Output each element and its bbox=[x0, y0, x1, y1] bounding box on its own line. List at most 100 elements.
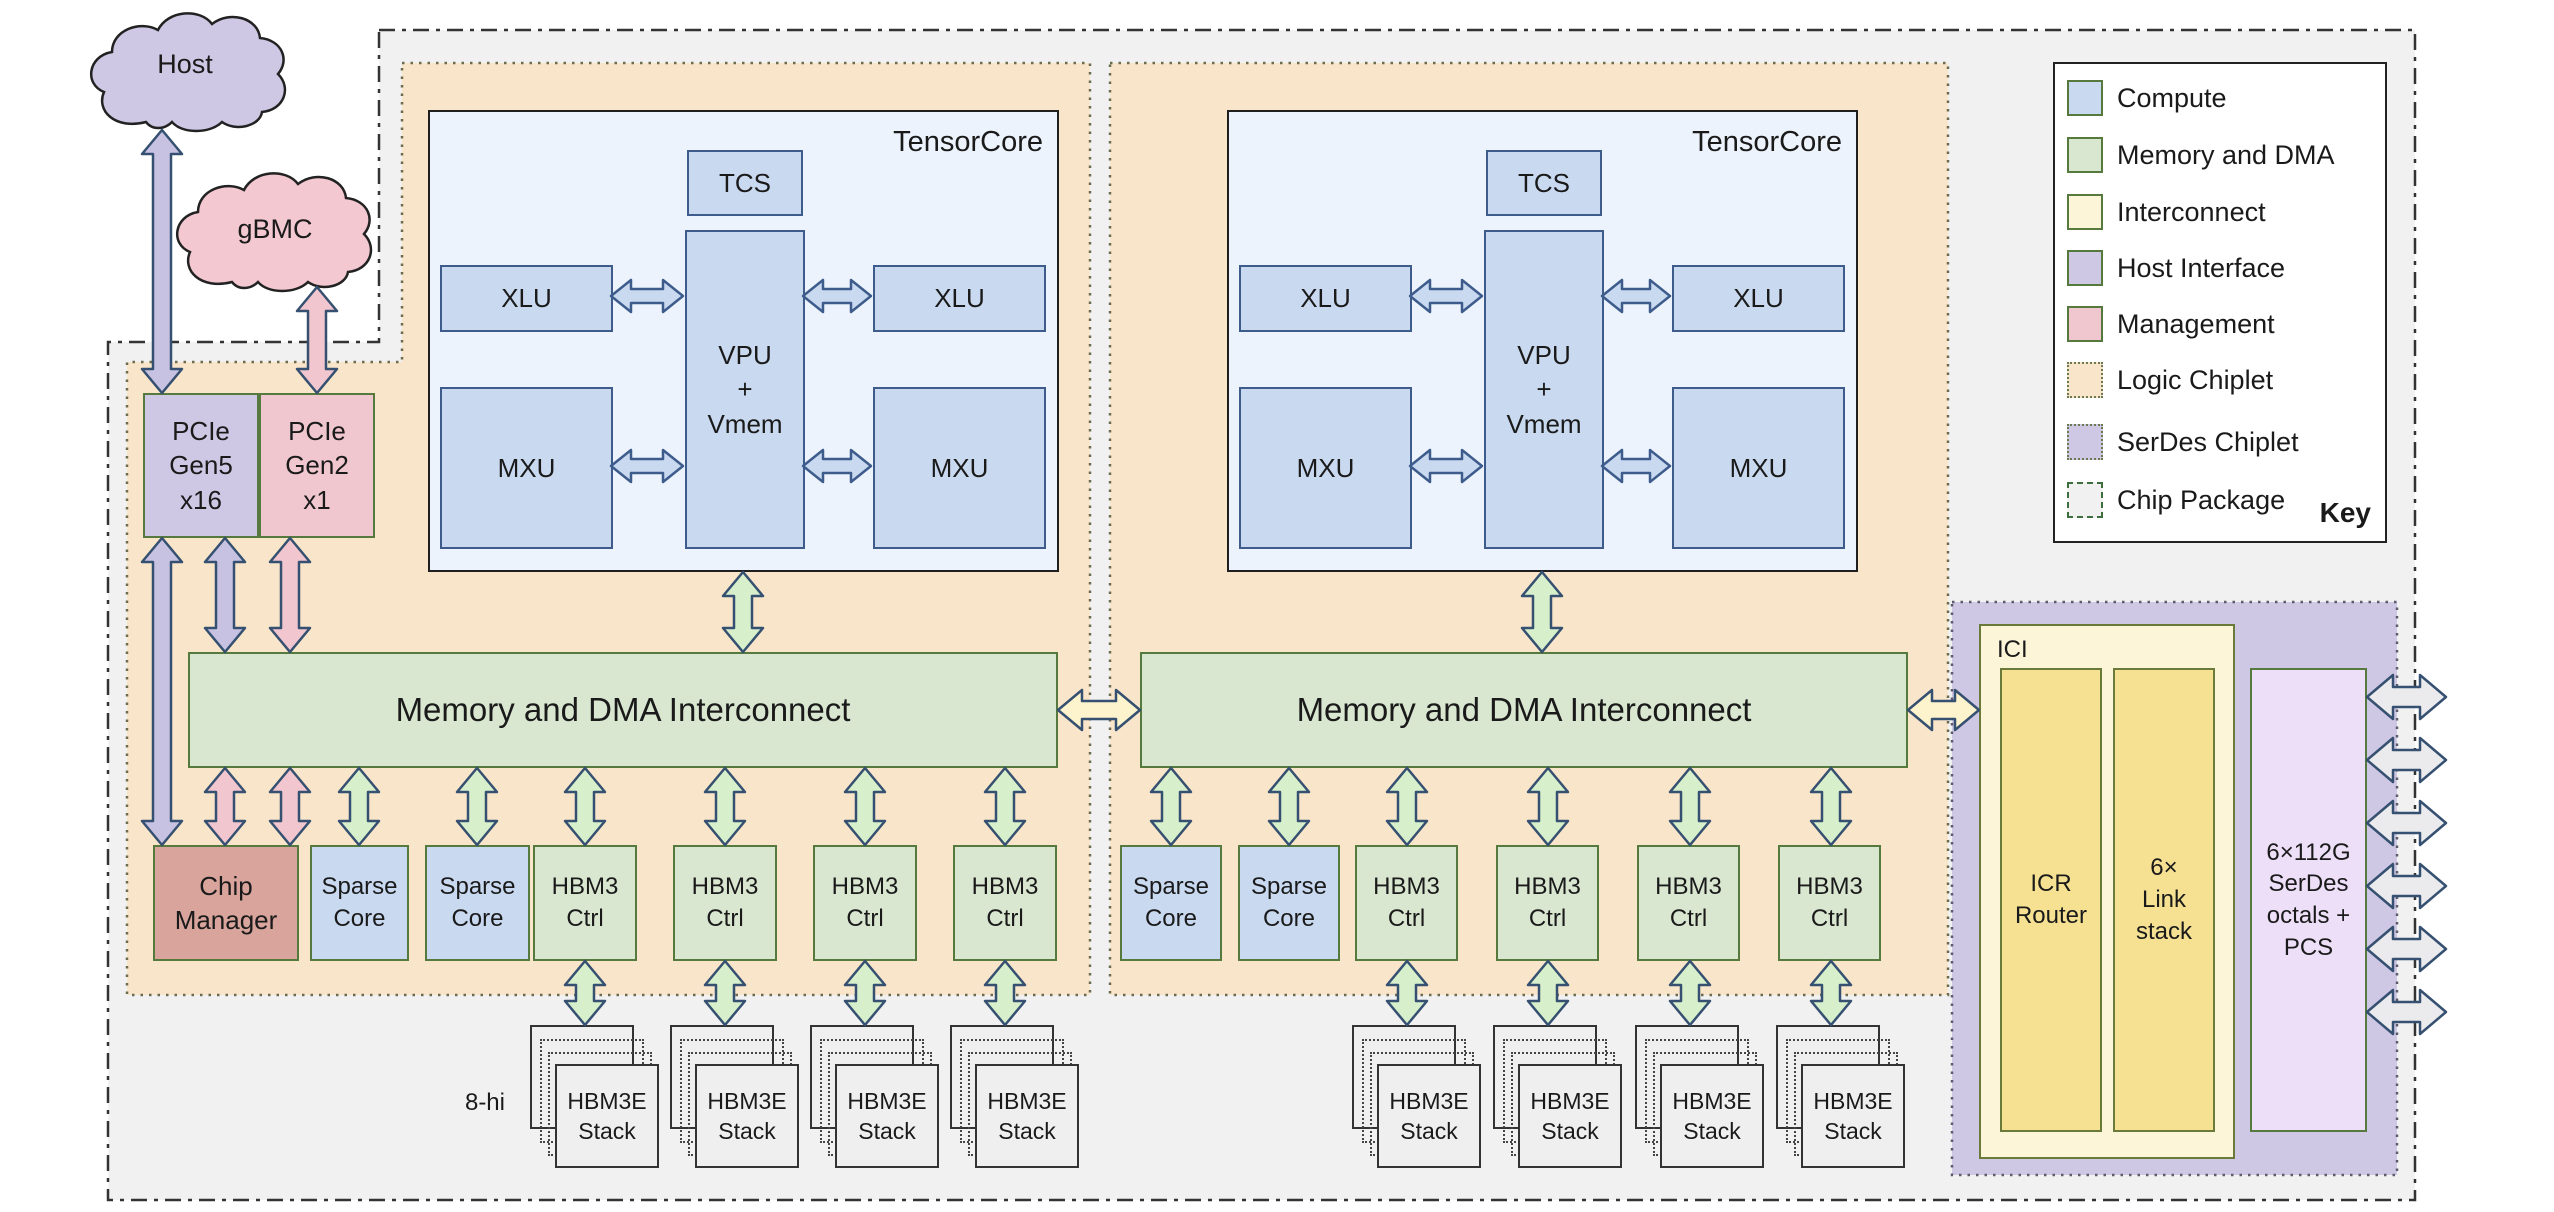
legend-label: Memory and DMA bbox=[2117, 139, 2335, 170]
arrow-interconnect-row bbox=[1267, 766, 1311, 847]
legend-swatch-host-interface bbox=[2067, 250, 2103, 286]
legend-swatch-chip-package bbox=[2067, 482, 2103, 518]
arrow-tensorcore-interconnect bbox=[1520, 570, 1564, 654]
hbm3-ctrl-block: HBM3 Ctrl bbox=[673, 845, 777, 961]
pcie-gen2-block: PCIe Gen2 x1 bbox=[259, 393, 375, 538]
host-cloud-label: Host bbox=[157, 49, 213, 80]
hbm3e-stack-block: HBM3E Stack bbox=[1377, 1064, 1481, 1168]
arrow-serdes-link bbox=[2365, 673, 2448, 721]
hbm3e-stack-block: HBM3E Stack bbox=[1801, 1064, 1905, 1168]
arrow-interconnect-row bbox=[455, 766, 499, 847]
hbm3e-stack-block: HBM3E Stack bbox=[975, 1064, 1079, 1168]
vpu-vmem-block-1: VPU + Vmem bbox=[685, 230, 805, 549]
hbm3-ctrl-block: HBM3 Ctrl bbox=[1637, 845, 1740, 961]
sparse-core-block: Sparse Core bbox=[310, 845, 409, 961]
tensorcore-2: TensorCore TCS VPU + Vmem XLU XLU MXU MX… bbox=[1227, 110, 1858, 572]
arrow-ctrl-hbm-stack bbox=[563, 959, 607, 1027]
legend-item: Compute bbox=[2067, 80, 2377, 116]
hbm3-ctrl-block: HBM3 Ctrl bbox=[813, 845, 917, 961]
mxu-right-block-2: MXU bbox=[1672, 387, 1845, 549]
arrow-ctrl-hbm-stack bbox=[1668, 959, 1712, 1027]
hbm3e-stack-block: HBM3E Stack bbox=[555, 1064, 659, 1168]
link-stack-block: 6× Link stack bbox=[2113, 668, 2215, 1132]
legend-item: SerDes Chiplet bbox=[2067, 424, 2377, 460]
legend: Compute Memory and DMA Interconnect Host… bbox=[2053, 62, 2387, 543]
legend-label: Host Interface bbox=[2117, 252, 2286, 283]
vpu-vmem-block-2: VPU + Vmem bbox=[1484, 230, 1604, 549]
legend-label: Compute bbox=[2117, 82, 2227, 113]
hbm3e-stack-block: HBM3E Stack bbox=[695, 1064, 799, 1168]
arrow-tensorcore-interconnect bbox=[721, 570, 765, 654]
legend-swatch-management bbox=[2067, 306, 2103, 342]
legend-label: Chip Package bbox=[2117, 484, 2286, 515]
arrow-ctrl-hbm-stack bbox=[1385, 959, 1429, 1027]
arrow-interconnect-row bbox=[1385, 766, 1429, 847]
tcs-block-1: TCS bbox=[687, 150, 803, 216]
legend-item: Management bbox=[2067, 306, 2377, 342]
serdes-octals-block: 6×112G SerDes octals + PCS bbox=[2250, 668, 2367, 1132]
arrow-interconnect-row bbox=[337, 766, 381, 847]
arrow-host-pcie bbox=[140, 128, 184, 395]
arrow-ctrl-hbm-stack bbox=[703, 959, 747, 1027]
arrow-interconnect-row bbox=[1149, 766, 1193, 847]
legend-swatch-compute bbox=[2067, 80, 2103, 116]
ici-label: ICI bbox=[1997, 636, 2028, 663]
arrow-ctrl-hbm-stack bbox=[843, 959, 887, 1027]
legend-label: Management bbox=[2117, 308, 2275, 339]
hbm3e-stack-block: HBM3E Stack bbox=[835, 1064, 939, 1168]
arrow-ctrl-hbm-stack bbox=[1526, 959, 1570, 1027]
legend-item: Host Interface bbox=[2067, 250, 2377, 286]
hbm3-ctrl-block: HBM3 Ctrl bbox=[1496, 845, 1599, 961]
arrow-serdes-link bbox=[2365, 862, 2448, 910]
arrow-interconnect-row bbox=[1809, 766, 1853, 847]
hbm3e-stack-block: HBM3E Stack bbox=[1518, 1064, 1622, 1168]
memory-dma-interconnect-1: Memory and DMA Interconnect bbox=[188, 652, 1058, 768]
mxu-left-block-1: MXU bbox=[440, 387, 613, 549]
arrow-serdes-link bbox=[2365, 925, 2448, 973]
arrow-serdes-link bbox=[2365, 736, 2448, 784]
legend-swatch-memory-dma bbox=[2067, 137, 2103, 173]
arrow-interconnect-row bbox=[1526, 766, 1570, 847]
legend-title: Key bbox=[2319, 497, 2371, 528]
legend-swatch-serdes-chiplet bbox=[2067, 424, 2103, 460]
arrow-interconnect-row bbox=[983, 766, 1027, 847]
arrow-interconnect-interconnect bbox=[1056, 688, 1142, 732]
hbm3-ctrl-block: HBM3 Ctrl bbox=[953, 845, 1057, 961]
stack-height-note: 8-hi bbox=[464, 1089, 505, 1117]
arrow-pcie-chip-manager bbox=[140, 536, 184, 847]
arrow-interconnect-ici bbox=[1906, 688, 1981, 732]
legend-item: Memory and DMA bbox=[2067, 137, 2377, 173]
sparse-core-block: Sparse Core bbox=[425, 845, 530, 961]
arrow-interconnect-row bbox=[703, 766, 747, 847]
legend-swatch-interconnect bbox=[2067, 194, 2103, 230]
hbm3-ctrl-block: HBM3 Ctrl bbox=[1355, 845, 1458, 961]
arrow-gbmc-pcie bbox=[295, 285, 339, 395]
arrow-interconnect-row bbox=[563, 766, 607, 847]
hbm3e-stack-block: HBM3E Stack bbox=[1660, 1064, 1764, 1168]
sparse-core-block: Sparse Core bbox=[1238, 845, 1340, 961]
mxu-left-block-2: MXU bbox=[1239, 387, 1412, 549]
hbm3-ctrl-block: HBM3 Ctrl bbox=[1778, 845, 1881, 961]
chip-manager-block: Chip Manager bbox=[153, 845, 299, 961]
xlu-left-block-1: XLU bbox=[440, 265, 613, 332]
ici-block: ICI ICR Router 6× Link stack bbox=[1979, 624, 2235, 1159]
arrow-ctrl-hbm-stack bbox=[983, 959, 1027, 1027]
tensorcore-1: TensorCore TCS VPU + Vmem XLU XLU MXU MX… bbox=[428, 110, 1059, 572]
legend-item: Logic Chiplet bbox=[2067, 362, 2377, 398]
arrow-interconnect-chip-manager bbox=[268, 766, 312, 847]
legend-label: Interconnect bbox=[2117, 196, 2266, 227]
mxu-right-block-1: MXU bbox=[873, 387, 1046, 549]
tcs-block-2: TCS bbox=[1486, 150, 1602, 216]
arrow-pcie-interconnect bbox=[203, 536, 247, 654]
legend-swatch-logic-chiplet bbox=[2067, 362, 2103, 398]
arrow-interconnect-chip-manager bbox=[203, 766, 247, 847]
tensorcore-1-title: TensorCore bbox=[893, 126, 1043, 158]
arrow-serdes-link bbox=[2365, 988, 2448, 1036]
sparse-core-block: Sparse Core bbox=[1120, 845, 1222, 961]
legend-label: Logic Chiplet bbox=[2117, 364, 2274, 395]
memory-dma-interconnect-2: Memory and DMA Interconnect bbox=[1140, 652, 1908, 768]
xlu-right-block-2: XLU bbox=[1672, 265, 1845, 332]
arrow-ctrl-hbm-stack bbox=[1809, 959, 1853, 1027]
gbmc-cloud-label: gBMC bbox=[237, 214, 313, 245]
